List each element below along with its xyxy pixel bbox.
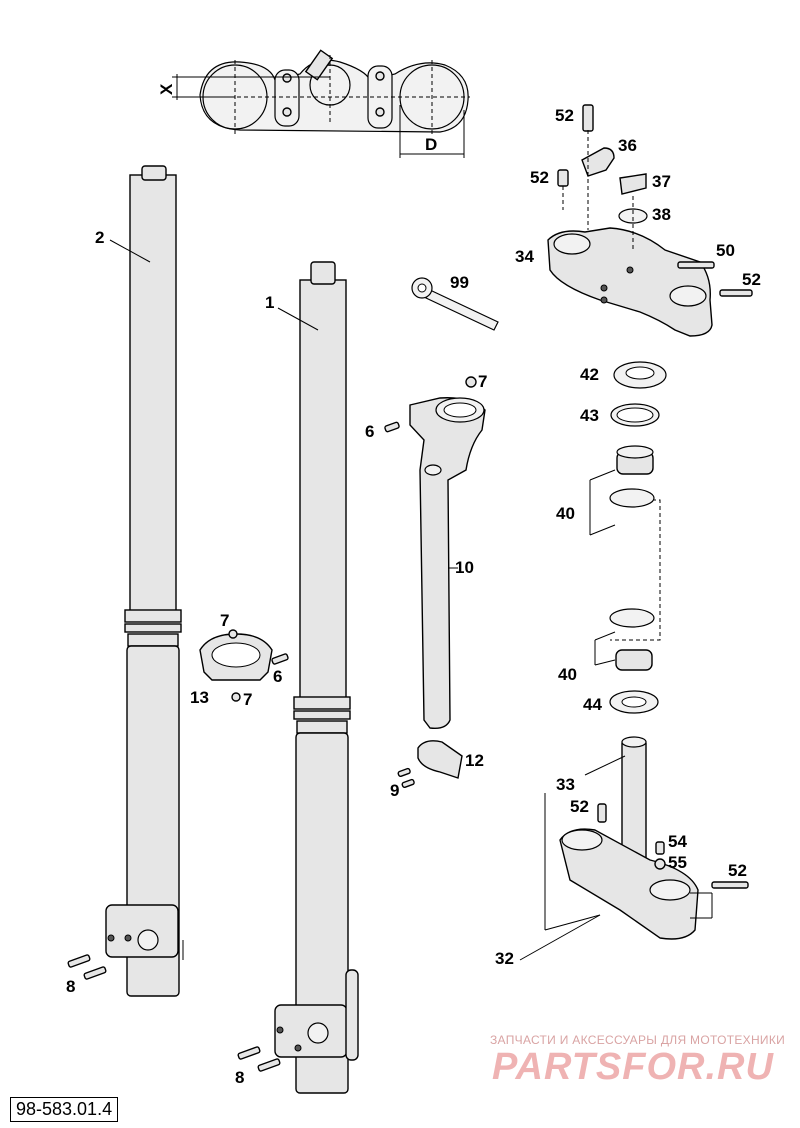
callout-8: 8	[235, 1068, 244, 1087]
callout-44: 44	[583, 695, 602, 714]
callout-6: 6	[273, 667, 282, 686]
callout-34: 34	[515, 247, 534, 266]
callout-42: 42	[580, 365, 599, 384]
dimension-d-label: D	[425, 135, 437, 154]
callout-10: 10	[455, 558, 474, 577]
callout-52: 52	[742, 270, 761, 289]
callout-32: 32	[495, 949, 514, 968]
cable-guide	[417, 740, 463, 779]
callout-52: 52	[728, 861, 747, 880]
callout-13: 13	[190, 688, 209, 707]
document-number: 98-583.01.4	[10, 1097, 119, 1122]
fork-leg-left	[105, 165, 184, 997]
callout-99: 99	[450, 273, 469, 292]
callout-33: 33	[556, 775, 575, 794]
fork-leg-right	[274, 261, 359, 1094]
callout-40: 40	[556, 504, 575, 523]
brake-line-clamp	[199, 633, 273, 681]
callout-52: 52	[555, 106, 574, 125]
callout-6: 6	[365, 422, 374, 441]
fender-bracket	[409, 397, 486, 730]
spanner-tool	[411, 277, 499, 331]
callout-7: 7	[243, 690, 252, 709]
lower-triple-clamp	[559, 736, 749, 940]
callout-7: 7	[478, 372, 487, 391]
callout-38: 38	[652, 205, 671, 224]
callout-8: 8	[66, 977, 75, 996]
callout-50: 50	[716, 241, 735, 260]
watermark-subtitle: ЗАПЧАСТИ И АКСЕССУАРЫ ДЛЯ МОТОТЕХНИКИ	[490, 1033, 786, 1047]
callout-54: 54	[668, 832, 687, 851]
steering-bearings	[589, 361, 667, 714]
dimension-x-label: X	[157, 83, 176, 95]
callout-52: 52	[530, 168, 549, 187]
leader-lines	[109, 239, 626, 961]
watermark-logo: PARTSFOR.RU	[492, 1046, 774, 1088]
dimension-x: X	[157, 74, 330, 100]
screws	[67, 376, 477, 1072]
callout-52: 52	[570, 797, 589, 816]
callout-55: 55	[668, 853, 687, 872]
upper-triple-clamp	[547, 104, 753, 337]
callout-36: 36	[618, 136, 637, 155]
callout-43: 43	[580, 406, 599, 425]
dimension-d: D	[399, 105, 465, 158]
callout-37: 37	[652, 172, 671, 191]
callout-7: 7	[220, 611, 229, 630]
callout-12: 12	[465, 751, 484, 770]
callout-2: 2	[95, 228, 104, 247]
callout-labels: 1 2 6 6 7 7 7 8 8 9 10 12 13 32 33 34 36…	[66, 106, 761, 1087]
callout-1: 1	[265, 293, 274, 312]
callout-9: 9	[390, 781, 399, 800]
triple-clamp-top-view	[195, 49, 470, 135]
callout-40: 40	[558, 665, 577, 684]
